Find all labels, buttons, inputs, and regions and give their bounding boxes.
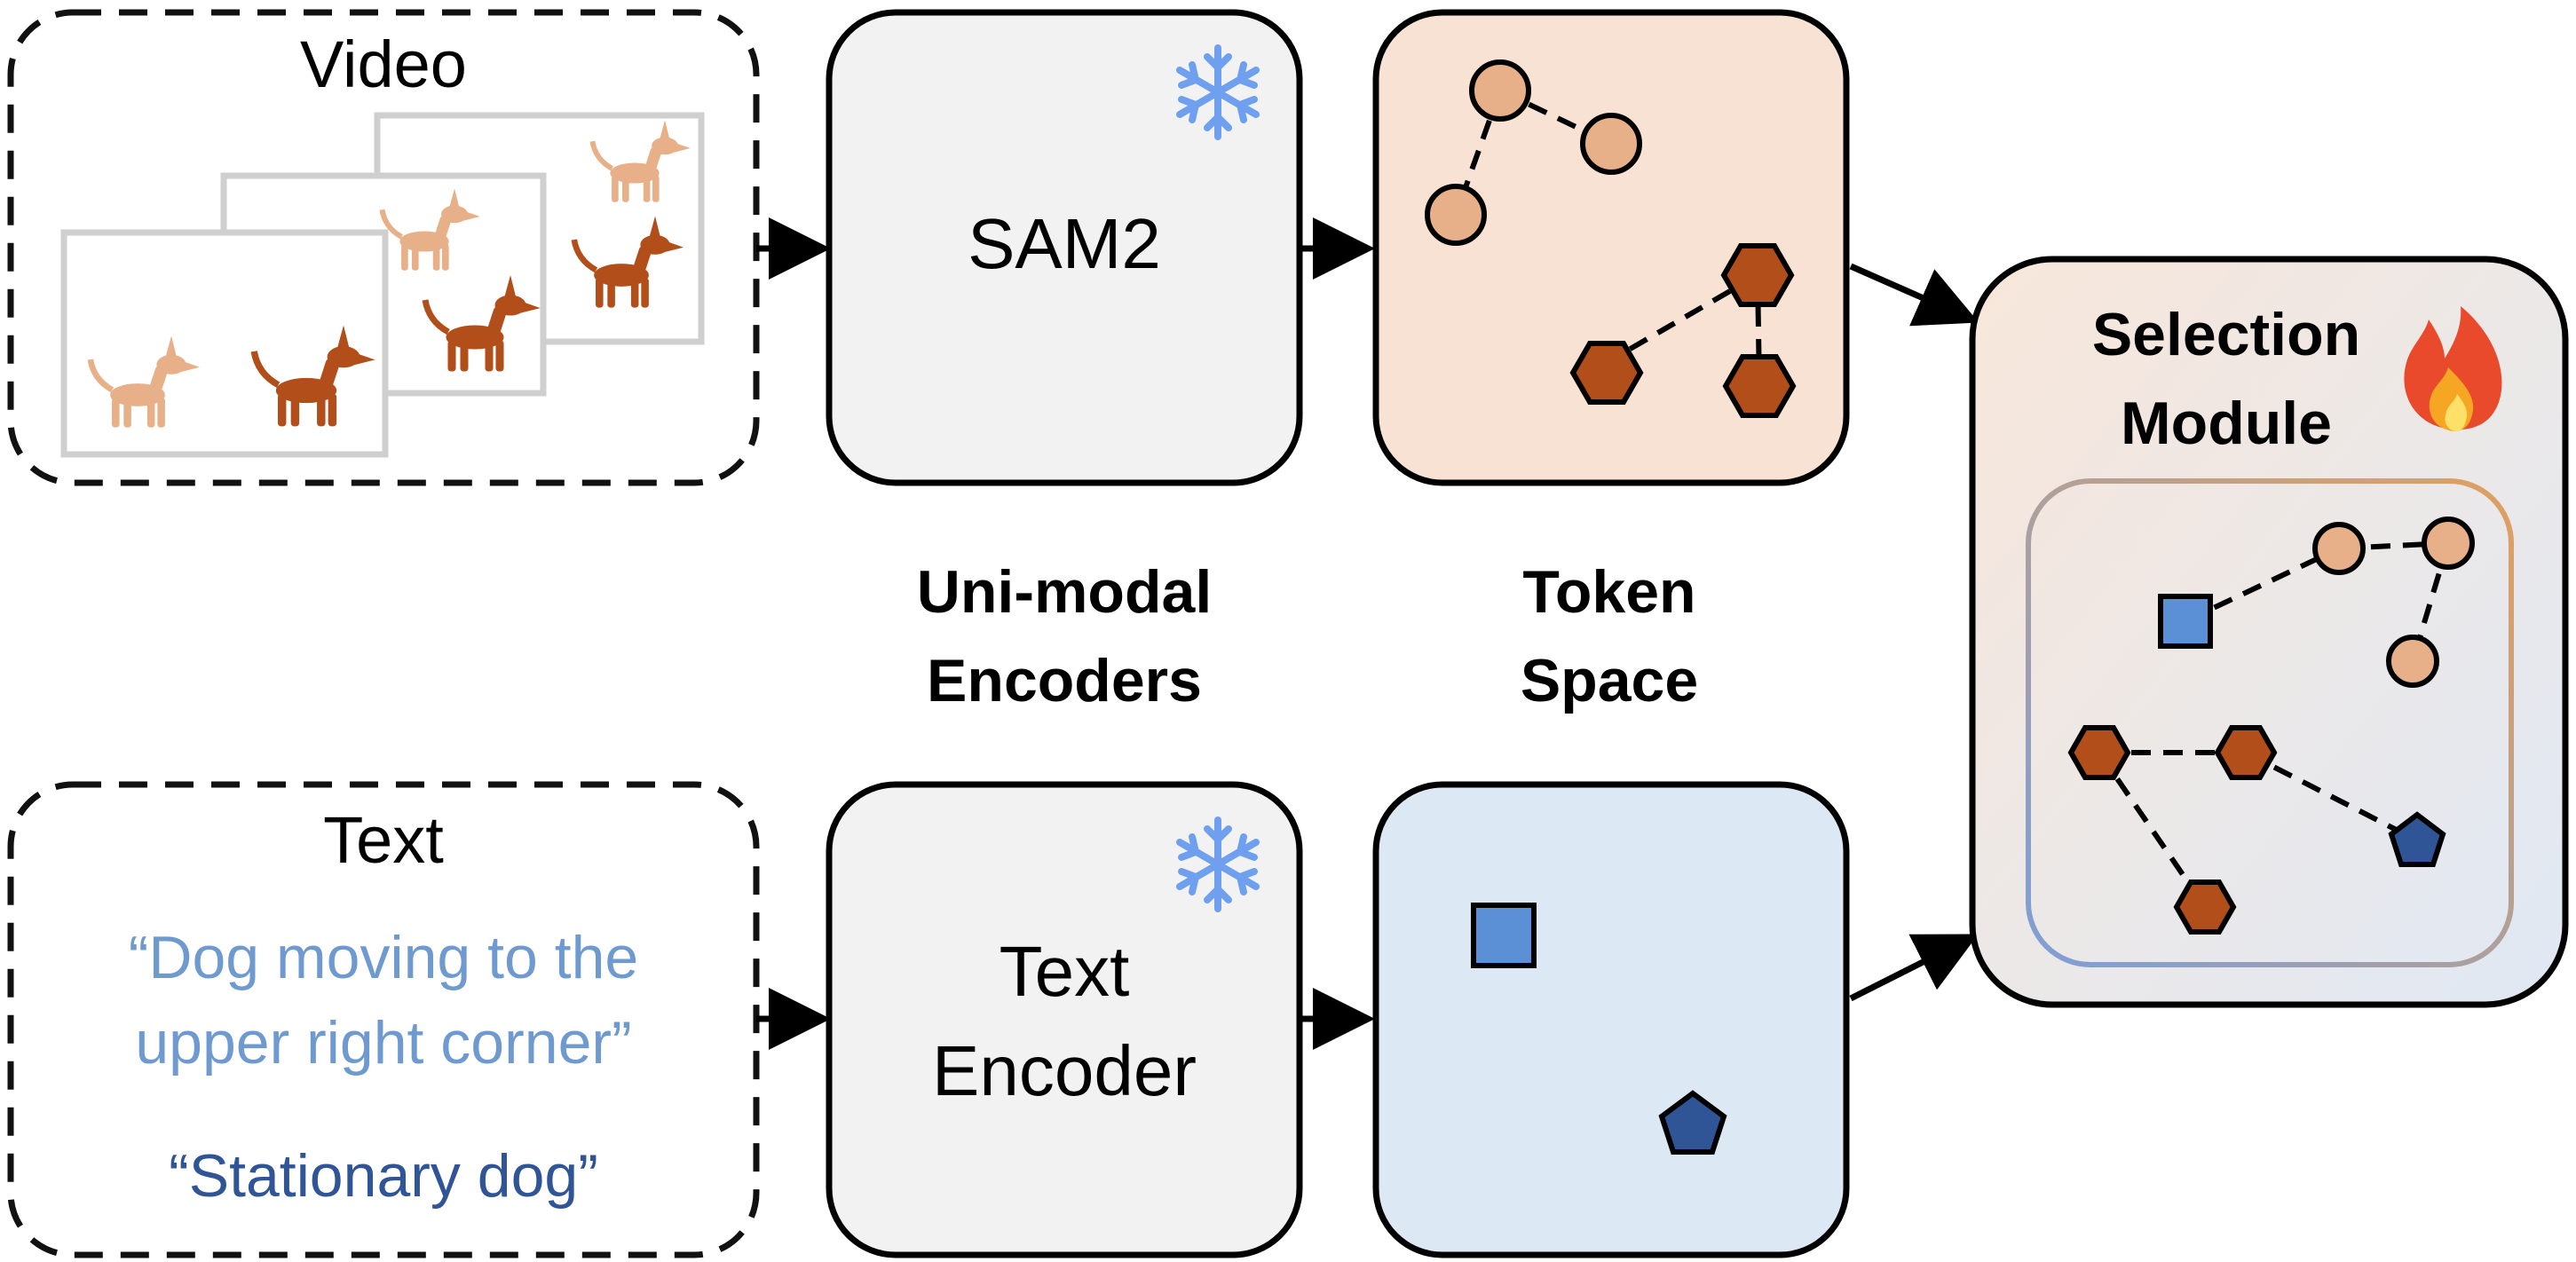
pentagon-token	[1658, 1090, 1727, 1155]
light-token	[2422, 517, 2475, 570]
token-space-label-2: Space	[1521, 647, 1698, 714]
dark-token	[1722, 354, 1797, 418]
video-token-space	[1372, 9, 1850, 486]
light-token	[2312, 522, 2366, 575]
dark-token	[2214, 725, 2278, 780]
token-space-label-1: Token	[1522, 558, 1695, 626]
arrow-text-tokens-to-selection	[1849, 934, 1979, 1002]
light-token	[1425, 184, 1487, 246]
unimodal-label-1: Uni-modal	[917, 558, 1212, 626]
video-panel: Video	[7, 9, 760, 486]
flow-arrows	[756, 217, 1979, 1050]
light-token	[2386, 635, 2439, 688]
dark-token	[1569, 341, 1644, 405]
selection-module: Selection Module	[1969, 256, 2569, 1008]
quote-stationary: “Stationary dog”	[169, 1142, 598, 1210]
sam2-label: SAM2	[968, 204, 1161, 283]
text-encoder-label-2: Encoder	[932, 1031, 1197, 1110]
text-panel: Text “Dog moving to the upper right corn…	[7, 781, 760, 1258]
video-title: Video	[300, 28, 467, 101]
text-encoder-label-1: Text	[1000, 932, 1130, 1011]
selection-token-graph	[2026, 478, 2514, 967]
dark-token	[1720, 243, 1795, 307]
selection-title-2: Module	[2121, 390, 2332, 457]
text-encoder: Text Encoder	[826, 781, 1303, 1258]
dark-token	[2173, 879, 2237, 935]
text-title: Text	[323, 803, 444, 877]
quote-line-2: upper right corner”	[135, 1009, 631, 1077]
fire-icon	[2404, 306, 2502, 431]
snowflake-icon	[1176, 816, 1260, 912]
quote-line-1: “Dog moving to the	[129, 924, 639, 991]
unimodal-label-2: Encoders	[927, 647, 1202, 714]
snowflake-icon	[1176, 44, 1260, 140]
section-labels: Uni-modal Encoders Token Space	[917, 558, 1698, 714]
light-token	[1580, 113, 1642, 175]
arrow-video-tokens-to-selection	[1849, 263, 1979, 327]
dark-token	[2067, 725, 2131, 780]
video-frame-1	[60, 229, 389, 458]
pentagon-token	[2388, 811, 2446, 867]
light-token	[1469, 59, 1531, 122]
square-token	[2158, 594, 2213, 649]
sam2-encoder: SAM2	[826, 9, 1303, 486]
text-token-space	[1372, 781, 1850, 1258]
selection-title-1: Selection	[2092, 301, 2360, 368]
square-token	[1471, 903, 1537, 968]
